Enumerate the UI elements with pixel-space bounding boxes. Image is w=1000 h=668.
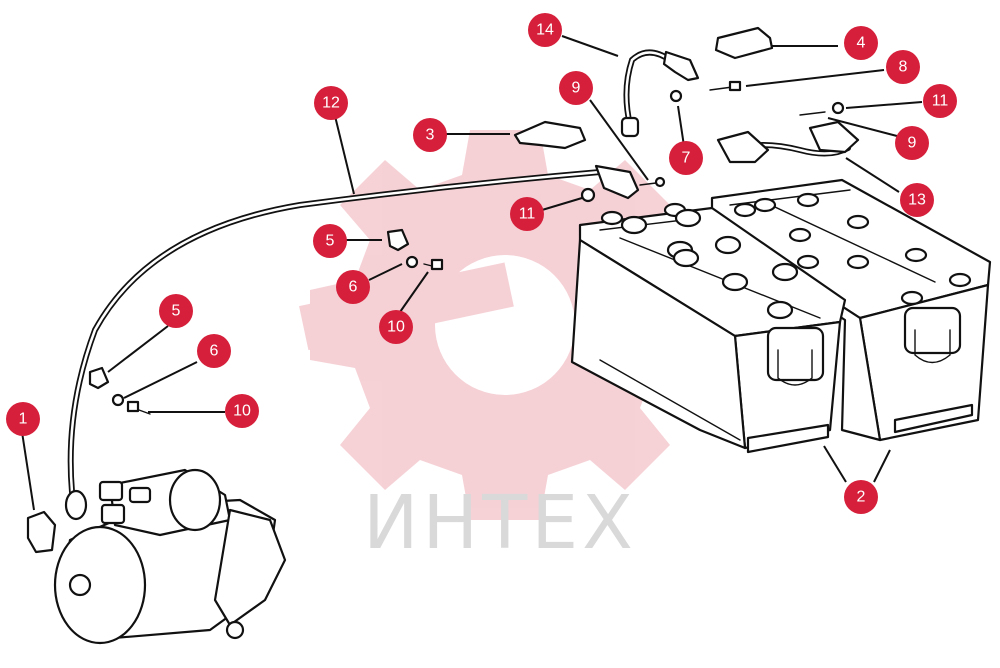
callout-13: 13 [900, 183, 934, 217]
battery-rear [710, 178, 992, 442]
svg-text:14: 14 [536, 22, 554, 39]
svg-text:1: 1 [19, 411, 28, 428]
callout-14: 14 [528, 13, 562, 47]
svg-text:7: 7 [682, 150, 691, 167]
svg-text:9: 9 [572, 80, 581, 97]
battery-cable-14 [620, 49, 700, 138]
svg-text:5: 5 [172, 303, 181, 320]
callout-3: 3 [413, 118, 447, 152]
clamp-5-middle [386, 228, 410, 252]
callout-9-right: 9 [895, 126, 929, 160]
callout-12: 12 [314, 86, 348, 120]
callout-11-right: 11 [923, 84, 957, 118]
svg-text:4: 4 [857, 35, 866, 52]
bolt-10-middle [423, 258, 444, 271]
callout-10-middle: 10 [379, 310, 413, 344]
nut-7 [669, 89, 683, 103]
callout-7: 7 [669, 141, 703, 175]
bolt-11-right [799, 101, 845, 116]
svg-text:6: 6 [349, 279, 358, 296]
terminal-cover-4 [714, 26, 774, 60]
svg-text:6: 6 [210, 343, 219, 360]
svg-text:5: 5 [326, 233, 335, 250]
callout-6-middle: 6 [336, 270, 370, 304]
battery-front [570, 202, 847, 454]
svg-text:3: 3 [426, 127, 435, 144]
callout-9-top: 9 [559, 71, 593, 105]
svg-text:12: 12 [322, 95, 340, 112]
terminal-boot-1 [26, 510, 57, 554]
callout-6-lower: 6 [197, 334, 231, 368]
washer-6-lower [111, 393, 125, 407]
washer-6-middle [405, 255, 419, 269]
starter-motor [53, 468, 287, 645]
bolt-9-left [639, 176, 666, 188]
callout-5-lower: 5 [159, 294, 193, 328]
callout-2: 2 [844, 480, 878, 514]
bolt-8 [709, 80, 742, 92]
leader-lines [21, 35, 923, 511]
svg-text:11: 11 [932, 93, 949, 110]
terminal-cover-3 [513, 120, 587, 150]
callout-10-lower: 10 [225, 394, 259, 428]
nut-11-left [580, 187, 596, 203]
main-cable-12 [64, 164, 640, 521]
watermark-text: ИНТЕХ [363, 480, 637, 566]
jumper-cable-13 [716, 120, 860, 164]
svg-text:8: 8 [899, 59, 908, 76]
callout-1: 1 [6, 402, 40, 436]
callout-4: 4 [844, 26, 878, 60]
clamp-5-lower [88, 366, 110, 390]
svg-text:13: 13 [908, 192, 926, 209]
callout-8: 8 [886, 50, 920, 84]
svg-text:9: 9 [908, 135, 917, 152]
svg-text:11: 11 [519, 206, 536, 223]
callout-5-middle: 5 [313, 224, 347, 258]
callout-11-left: 11 [510, 197, 544, 231]
svg-text:10: 10 [233, 403, 251, 420]
svg-text:10: 10 [387, 319, 405, 336]
svg-text:2: 2 [857, 489, 866, 506]
bolt-10-lower [126, 400, 151, 415]
